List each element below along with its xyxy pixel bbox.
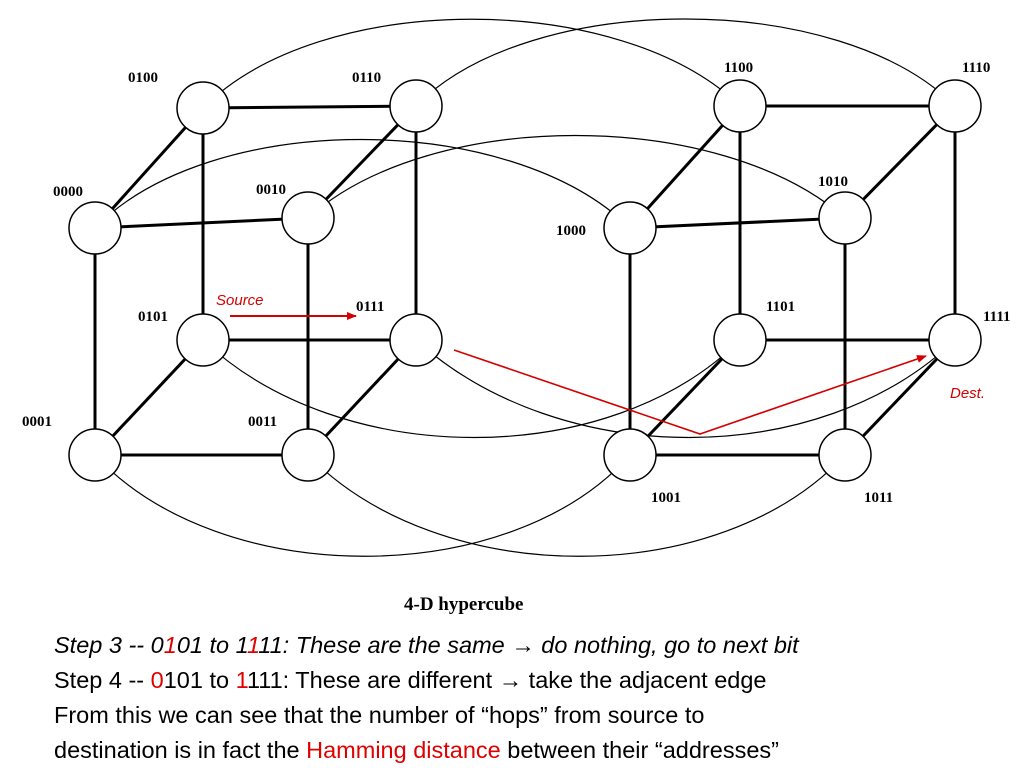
node-0110 (389, 79, 443, 133)
node-1000 (603, 201, 657, 255)
step4-highlight-a: 0 (150, 667, 164, 693)
node-labels: 0100 0110 1100 1110 0000 0010 1000 1010 … (22, 60, 1011, 506)
step3-suffix: 11: These are the same → do nothing, go … (258, 632, 799, 658)
step3-highlight-a: 1 (163, 632, 177, 658)
label-1001: 1001 (651, 490, 681, 506)
conclusion-part-a: destination is in fact the (54, 737, 307, 763)
node-0010 (281, 191, 335, 245)
node-0100 (176, 81, 230, 135)
edge-0011-1011 (307, 454, 846, 557)
edge-0100-0110 (202, 104, 417, 110)
conclusion-part-b: between their “addresses” (500, 737, 779, 763)
step3-highlight-b: 1 (246, 632, 259, 658)
label-1000: 1000 (556, 223, 586, 239)
label-0111: 0111 (356, 299, 384, 315)
step4-line: Step 4 -- 0101 to 1111: These are differ… (54, 663, 1014, 698)
node-0000 (68, 201, 122, 255)
source-label: Source (216, 292, 264, 309)
hamming-distance-highlight: Hamming distance (306, 737, 501, 763)
label-0110: 0110 (352, 70, 381, 86)
label-1111: 1111 (983, 309, 1011, 325)
edge-1000-1100 (628, 104, 742, 230)
step3-mid: 01 to 1 (176, 632, 247, 658)
node-1111 (928, 313, 982, 367)
edge-0100-1100 (202, 18, 741, 109)
label-0010: 0010 (256, 182, 286, 198)
label-0000: 0000 (53, 184, 83, 200)
cross-cube-edges (94, 18, 956, 557)
label-1011: 1011 (864, 490, 893, 506)
hypercube-diagram: 0100 0110 1100 1110 0000 0010 1000 1010 … (22, 18, 1011, 615)
label-0101: 0101 (138, 309, 168, 325)
edge-0001-1001 (94, 454, 631, 557)
edge-0101-1101 (202, 339, 741, 439)
edge-1000-1010 (629, 216, 846, 230)
label-0001: 0001 (22, 414, 52, 430)
label-1010: 1010 (818, 174, 848, 190)
step4-mid: 101 to (163, 667, 236, 693)
node-0101 (176, 313, 230, 367)
node-1001 (603, 428, 657, 482)
label-0100: 0100 (128, 70, 158, 86)
nodes (68, 79, 982, 482)
step4-suffix: 111: These are different → take the adja… (246, 667, 767, 693)
step4-prefix: Step 4 -- (54, 667, 151, 693)
step3-line: Step 3 -- 0101 to 1111: These are the sa… (54, 628, 1014, 663)
step4-highlight-b: 1 (235, 667, 247, 693)
conclusion-line-1: From this we can see that the number of … (54, 702, 705, 728)
node-0011 (281, 428, 335, 482)
edge-0000-0100 (93, 106, 205, 230)
label-1110: 1110 (962, 60, 990, 76)
dest-label: Dest. (950, 385, 985, 402)
route-annotations: Source Dest. (216, 292, 985, 435)
label-1101: 1101 (766, 299, 795, 315)
label-0011: 0011 (248, 414, 277, 430)
diagram-caption: 4-D hypercube (404, 594, 523, 615)
node-0111 (389, 313, 443, 367)
node-1100 (713, 79, 767, 133)
node-1011 (818, 428, 872, 482)
route-path-arrow (453, 349, 927, 435)
node-1101 (713, 313, 767, 367)
cube-edges (93, 104, 957, 457)
node-1110 (928, 79, 982, 133)
edge-0010-1010 (307, 135, 846, 219)
node-0001 (68, 428, 122, 482)
step3-prefix: Step 3 -- 0 (54, 632, 164, 658)
explanation-text: Step 3 -- 0101 to 1111: These are the sa… (54, 628, 1014, 768)
edge-0000-1000 (94, 138, 631, 229)
edge-0111-1111 (415, 339, 956, 439)
label-1100: 1100 (724, 60, 753, 76)
conclusion-line-2: destination is in fact the Hamming dista… (54, 733, 1014, 768)
node-1010 (818, 191, 872, 245)
edge-0110-1110 (415, 18, 956, 107)
